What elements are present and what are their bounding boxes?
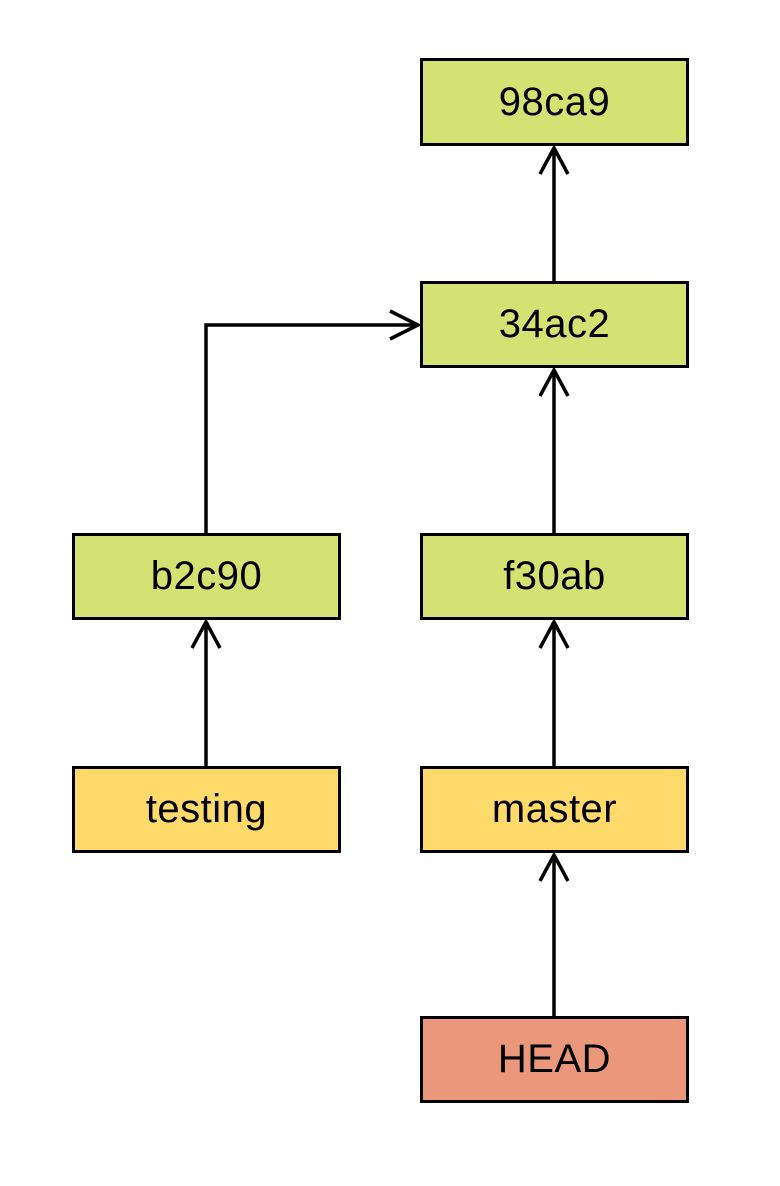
commit-node-98ca9: 98ca9 xyxy=(420,58,689,146)
edge-34ac2-to-98ca9 xyxy=(538,144,570,281)
edge-b2c90-to-34ac2 xyxy=(204,309,422,533)
edge-testing-to-b2c90 xyxy=(190,618,222,766)
edge-f30ab-to-34ac2 xyxy=(538,366,570,533)
commit-node-f30ab: f30ab xyxy=(420,533,689,620)
branch-node-testing: testing xyxy=(72,766,341,853)
edge-head-to-master xyxy=(538,851,570,1016)
head-pointer-node: HEAD xyxy=(420,1016,689,1103)
commit-node-34ac2: 34ac2 xyxy=(420,281,689,368)
edge-master-to-f30ab xyxy=(538,618,570,766)
commit-node-b2c90: b2c90 xyxy=(72,533,341,620)
branch-node-master: master xyxy=(420,766,689,853)
